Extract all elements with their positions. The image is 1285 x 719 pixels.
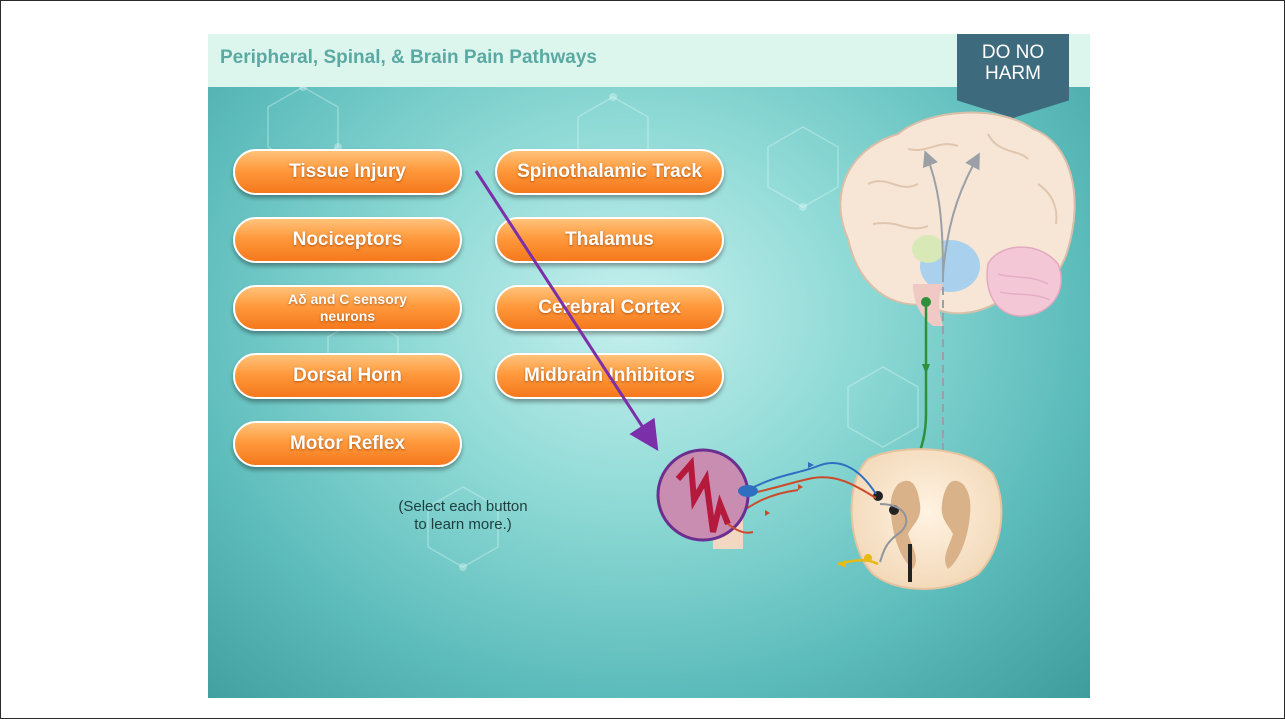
- spinal-cord-illustration: [852, 449, 1002, 589]
- injury-site-illustration: [658, 450, 758, 549]
- purple-pointer-arrow: [476, 171, 655, 446]
- slide-canvas: Peripheral, Spinal, & Brain Pain Pathway…: [208, 34, 1090, 698]
- brain-illustration: [840, 113, 1074, 326]
- pain-pathway-diagram: [208, 34, 1090, 698]
